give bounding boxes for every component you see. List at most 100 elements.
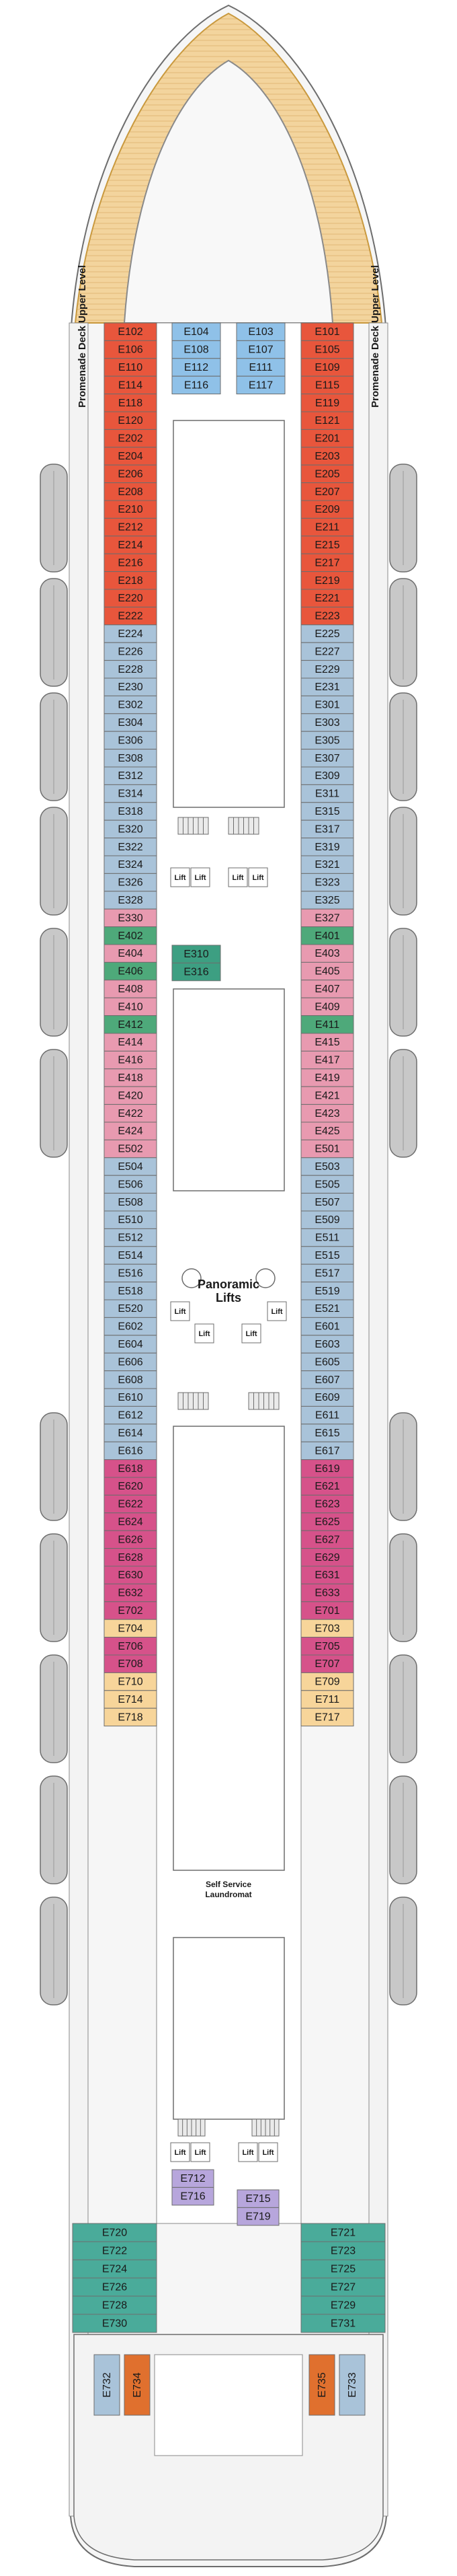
cabin-e615[interactable]: E615 — [300, 1424, 354, 1442]
cabin-e112[interactable]: E112 — [171, 358, 221, 377]
cabin-e604[interactable]: E604 — [103, 1335, 157, 1354]
cabin-e410[interactable]: E410 — [103, 997, 157, 1017]
cabin-e706[interactable]: E706 — [103, 1637, 157, 1656]
cabin-e207[interactable]: E207 — [300, 482, 354, 501]
cabin-e721[interactable]: E721 — [300, 2223, 386, 2242]
cabin-e628[interactable]: E628 — [103, 1548, 157, 1567]
cabin-e728[interactable]: E728 — [72, 2295, 157, 2315]
cabin-e619[interactable]: E619 — [300, 1459, 354, 1478]
cabin-e408[interactable]: E408 — [103, 980, 157, 998]
cabin-e231[interactable]: E231 — [300, 677, 354, 696]
cabin-e406[interactable]: E406 — [103, 961, 157, 981]
cabin-e217[interactable]: E217 — [300, 553, 354, 573]
cabin-e119[interactable]: E119 — [300, 394, 354, 412]
cabin-e722[interactable]: E722 — [72, 2241, 157, 2260]
cabin-e209[interactable]: E209 — [300, 500, 354, 519]
cabin-e711[interactable]: E711 — [300, 1690, 354, 1709]
cabin-e201[interactable]: E201 — [300, 429, 354, 448]
cabin-e208[interactable]: E208 — [103, 482, 157, 501]
cabin-e103[interactable]: E103 — [236, 322, 286, 341]
cabin-e602[interactable]: E602 — [103, 1317, 157, 1336]
cabin-e515[interactable]: E515 — [300, 1246, 354, 1265]
cabin-e609[interactable]: E609 — [300, 1388, 354, 1407]
cabin-e614[interactable]: E614 — [103, 1424, 157, 1442]
cabin-e723[interactable]: E723 — [300, 2241, 386, 2260]
cabin-e625[interactable]: E625 — [300, 1512, 354, 1531]
cabin-e221[interactable]: E221 — [300, 589, 354, 608]
cabin-e622[interactable]: E622 — [103, 1494, 157, 1514]
cabin-e315[interactable]: E315 — [300, 802, 354, 821]
cabin-e227[interactable]: E227 — [300, 642, 354, 661]
cabin-e735[interactable]: E735 — [308, 2354, 335, 2416]
cabin-e404[interactable]: E404 — [103, 944, 157, 963]
cabin-e214[interactable]: E214 — [103, 536, 157, 554]
cabin-e102[interactable]: E102 — [103, 322, 157, 341]
cabin-e707[interactable]: E707 — [300, 1654, 354, 1673]
cabin-e424[interactable]: E424 — [103, 1121, 157, 1140]
cabin-e323[interactable]: E323 — [300, 873, 354, 892]
cabin-e418[interactable]: E418 — [103, 1068, 157, 1087]
cabin-e621[interactable]: E621 — [300, 1477, 354, 1496]
cabin-e116[interactable]: E116 — [171, 375, 221, 395]
cabin-e514[interactable]: E514 — [103, 1246, 157, 1265]
cabin-e230[interactable]: E230 — [103, 677, 157, 696]
cabin-e623[interactable]: E623 — [300, 1494, 354, 1514]
cabin-e225[interactable]: E225 — [300, 624, 354, 643]
cabin-e318[interactable]: E318 — [103, 802, 157, 821]
cabin-e117[interactable]: E117 — [236, 375, 286, 395]
cabin-e425[interactable]: E425 — [300, 1121, 354, 1140]
cabin-e327[interactable]: E327 — [300, 908, 354, 928]
cabin-e415[interactable]: E415 — [300, 1033, 354, 1052]
cabin-e224[interactable]: E224 — [103, 624, 157, 643]
cabin-e304[interactable]: E304 — [103, 713, 157, 732]
cabin-e320[interactable]: E320 — [103, 819, 157, 839]
cabin-e108[interactable]: E108 — [171, 340, 221, 359]
cabin-e632[interactable]: E632 — [103, 1583, 157, 1603]
cabin-e716[interactable]: E716 — [171, 2186, 214, 2206]
cabin-e520[interactable]: E520 — [103, 1299, 157, 1318]
cabin-e734[interactable]: E734 — [124, 2354, 151, 2416]
cabin-e401[interactable]: E401 — [300, 926, 354, 945]
cabin-e216[interactable]: E216 — [103, 553, 157, 573]
cabin-e308[interactable]: E308 — [103, 749, 157, 768]
cabin-e631[interactable]: E631 — [300, 1566, 354, 1584]
cabin-e733[interactable]: E733 — [339, 2354, 366, 2416]
cabin-e629[interactable]: E629 — [300, 1548, 354, 1567]
cabin-e729[interactable]: E729 — [300, 2295, 386, 2315]
cabin-e121[interactable]: E121 — [300, 411, 354, 430]
cabin-e730[interactable]: E730 — [72, 2314, 157, 2333]
cabin-e328[interactable]: E328 — [103, 891, 157, 910]
cabin-e725[interactable]: E725 — [300, 2259, 386, 2279]
cabin-e402[interactable]: E402 — [103, 926, 157, 945]
cabin-e633[interactable]: E633 — [300, 1583, 354, 1603]
cabin-e504[interactable]: E504 — [103, 1157, 157, 1176]
cabin-e104[interactable]: E104 — [171, 322, 221, 341]
cabin-e324[interactable]: E324 — [103, 855, 157, 874]
cabin-e314[interactable]: E314 — [103, 784, 157, 803]
cabin-e319[interactable]: E319 — [300, 838, 354, 856]
cabin-e726[interactable]: E726 — [72, 2277, 157, 2297]
cabin-e405[interactable]: E405 — [300, 961, 354, 981]
cabin-e702[interactable]: E702 — [103, 1601, 157, 1620]
cabin-e105[interactable]: E105 — [300, 340, 354, 359]
cabin-e303[interactable]: E303 — [300, 713, 354, 732]
cabin-e414[interactable]: E414 — [103, 1033, 157, 1052]
cabin-e704[interactable]: E704 — [103, 1619, 157, 1638]
cabin-e620[interactable]: E620 — [103, 1477, 157, 1496]
cabin-e608[interactable]: E608 — [103, 1370, 157, 1389]
cabin-e118[interactable]: E118 — [103, 394, 157, 412]
cabin-e322[interactable]: E322 — [103, 838, 157, 856]
cabin-e519[interactable]: E519 — [300, 1282, 354, 1300]
cabin-e205[interactable]: E205 — [300, 464, 354, 484]
cabin-e206[interactable]: E206 — [103, 464, 157, 484]
cabin-e109[interactable]: E109 — [300, 358, 354, 377]
cabin-e420[interactable]: E420 — [103, 1086, 157, 1105]
cabin-e403[interactable]: E403 — [300, 944, 354, 963]
cabin-e717[interactable]: E717 — [300, 1707, 354, 1727]
cabin-e423[interactable]: E423 — [300, 1104, 354, 1123]
cabin-e228[interactable]: E228 — [103, 660, 157, 679]
cabin-e220[interactable]: E220 — [103, 589, 157, 608]
cabin-e226[interactable]: E226 — [103, 642, 157, 661]
cabin-e302[interactable]: E302 — [103, 695, 157, 714]
cabin-e326[interactable]: E326 — [103, 873, 157, 892]
